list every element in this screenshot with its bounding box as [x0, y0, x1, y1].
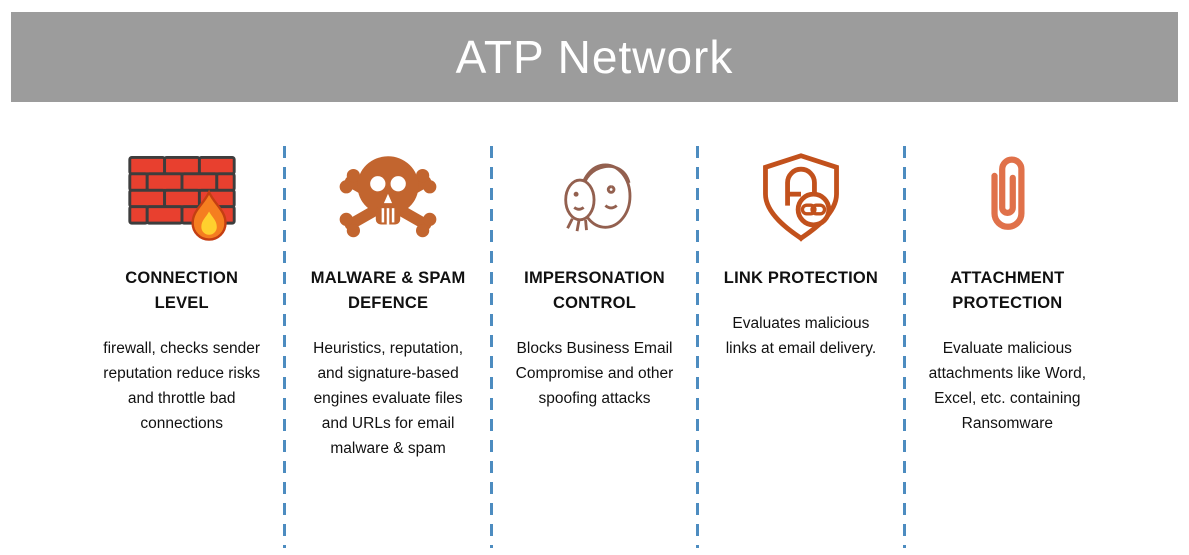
dashed-divider — [696, 146, 700, 548]
column-description: firewall, checks sender reputation reduc… — [103, 339, 261, 432]
page-title: ATP Network — [455, 31, 734, 83]
column-description: Heuristics, reputation, and signature-ba… — [313, 339, 464, 457]
dashed-divider — [489, 146, 493, 548]
shield-link-icon — [753, 146, 849, 250]
paperclip-icon — [978, 146, 1036, 250]
paperclip-icon-svg — [991, 156, 1025, 230]
column-malware-spam-defence: MALWARE & SPAM DEFENCE Heuristics, reput… — [286, 146, 489, 548]
impersonation-mask-icon-svg — [563, 163, 631, 232]
column-description: Evaluate malicious attachments like Word… — [928, 339, 1087, 432]
column-description: Blocks Business Email Compromise and oth… — [515, 339, 674, 407]
column-link-protection: LINK PROTECTION Evaluates malicious link… — [699, 146, 902, 548]
column-title: IMPERSONATION CONTROL — [524, 269, 665, 312]
shield-link-icon-svg — [763, 153, 839, 242]
column-title: CONNECTION LEVEL — [125, 269, 239, 312]
firewall-icon — [124, 146, 240, 250]
dashed-divider — [902, 146, 906, 548]
column-title: MALWARE & SPAM DEFENCE — [310, 269, 466, 312]
columns-row: CONNECTION LEVEL firewall, checks sender… — [80, 146, 1109, 548]
column-title: ATTACHMENT PROTECTION — [950, 269, 1065, 312]
column-attachment-protection: ATTACHMENT PROTECTION Evaluate malicious… — [906, 146, 1109, 548]
skull-crossbones-icon-svg — [339, 156, 437, 238]
skull-crossbones-icon — [332, 146, 444, 250]
dashed-divider — [283, 146, 287, 548]
column-description: Evaluates malicious links at email deliv… — [725, 314, 877, 357]
column-impersonation-control: IMPERSONATION CONTROL Blocks Business Em… — [493, 146, 696, 548]
header-bar: ATP Network — [11, 12, 1178, 102]
firewall-icon-svg — [128, 155, 236, 241]
impersonation-mask-icon — [543, 146, 647, 250]
column-connection-level: CONNECTION LEVEL firewall, checks sender… — [80, 146, 283, 548]
column-title: LINK PROTECTION — [723, 269, 879, 287]
